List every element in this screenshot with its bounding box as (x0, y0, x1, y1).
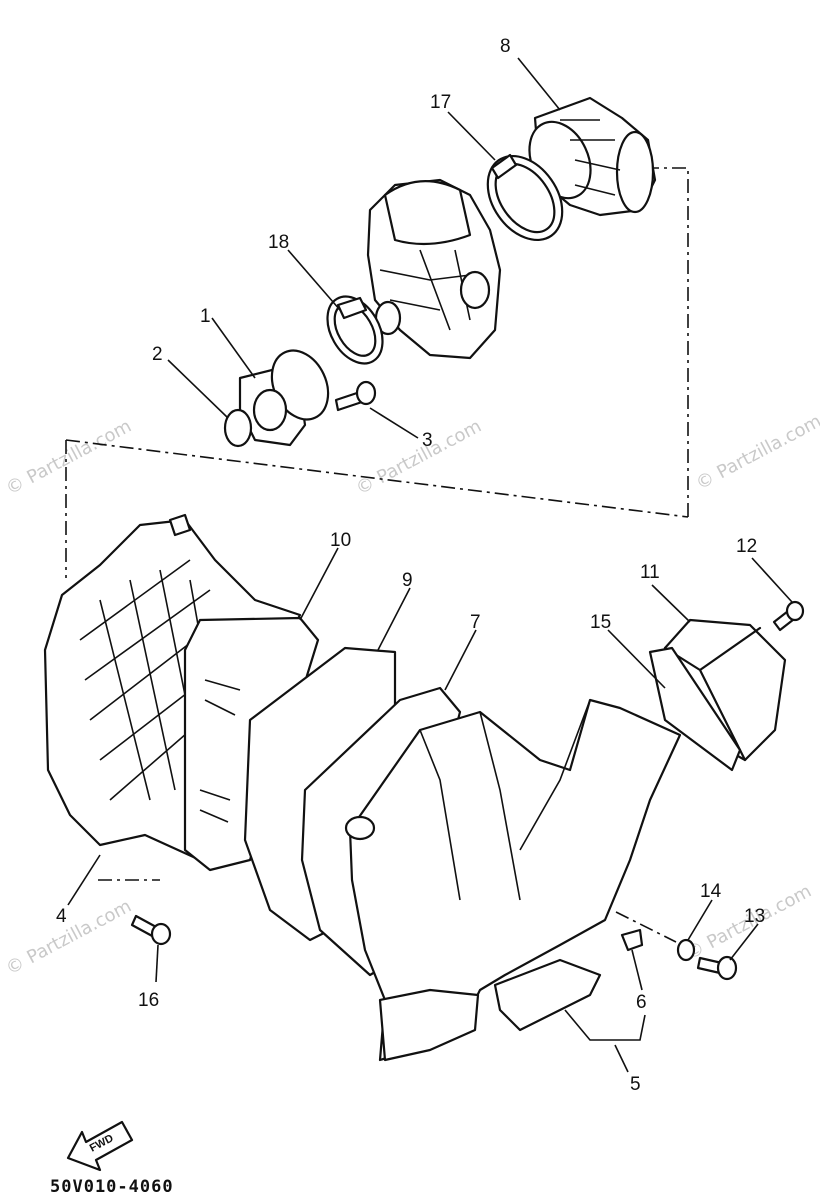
o-ring-part-2 (223, 408, 253, 448)
watermark: © Partzilla.com (2, 896, 135, 980)
carburetor-joint-part-1 (238, 349, 330, 447)
callout-10: 10 (330, 530, 351, 551)
callout-1: 1 (200, 306, 211, 327)
callout-8: 8 (500, 36, 511, 57)
assembly-line (615, 911, 677, 943)
callouts: 1 2 3 4 5 6 7 8 9 10 11 12 13 14 15 16 1… (56, 36, 765, 1095)
leader-lines (67, 57, 793, 1073)
air-filter-case-part-4 (43, 513, 302, 862)
screw-part-16 (130, 914, 172, 946)
clamp-part-18 (326, 295, 384, 365)
callout-17: 17 (430, 92, 451, 113)
callout-12: 12 (736, 536, 757, 557)
callout-15: 15 (590, 612, 611, 633)
watermark: © Partzilla.com (352, 416, 485, 500)
screw-part-3 (334, 380, 377, 412)
watermark: © Partzilla.com (692, 411, 820, 495)
air-duct-cover (344, 698, 682, 1062)
callout-6: 6 (636, 992, 647, 1013)
grommet-part-6 (620, 928, 644, 952)
callout-16: 16 (138, 990, 159, 1011)
callout-2: 2 (152, 344, 163, 365)
callout-13: 13 (744, 906, 765, 927)
washer-part-14 (676, 938, 696, 962)
callout-14: 14 (700, 881, 722, 902)
screw-part-12 (772, 600, 805, 632)
watermark: © Partzilla.com (2, 416, 135, 500)
carburetor (366, 178, 502, 360)
forward-arrow: FWD (66, 1120, 134, 1172)
clamp-part-17 (486, 153, 564, 242)
cover-seal-part-5 (493, 958, 602, 1032)
callout-9: 9 (402, 570, 413, 591)
callout-3: 3 (422, 430, 433, 451)
callout-5: 5 (630, 1074, 641, 1095)
callout-18: 18 (268, 232, 289, 253)
callout-11: 11 (640, 562, 660, 583)
intake-joint-part-8 (528, 96, 657, 217)
callout-7: 7 (470, 612, 481, 633)
fwd-arrow-icon (66, 1120, 134, 1172)
drawing-code: 50V010-4060 (50, 1177, 174, 1197)
callout-4: 4 (56, 906, 67, 927)
assembly-line (65, 167, 689, 578)
filter-gasket-part-15 (648, 646, 742, 772)
screw-part-13 (696, 955, 738, 981)
